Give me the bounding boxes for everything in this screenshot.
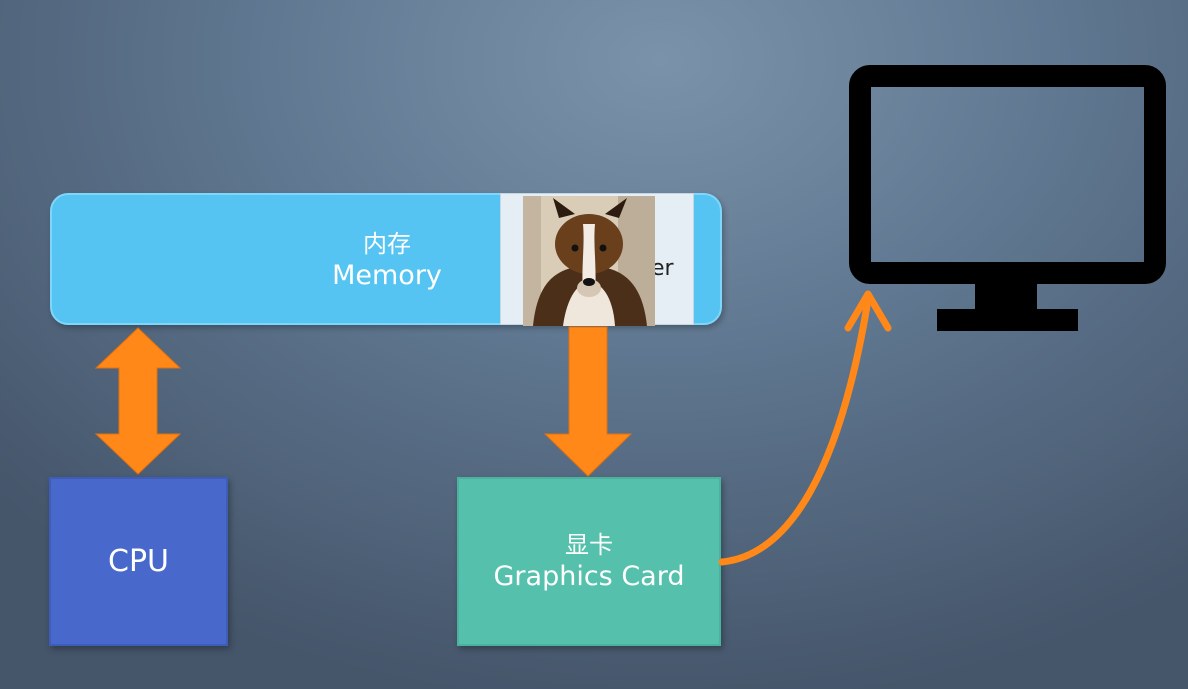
memory-label-zh: 内存 — [363, 230, 411, 258]
gpu-monitor-arrowhead — [844, 290, 892, 332]
cpu-label: CPU — [108, 544, 169, 579]
dog-photo — [523, 196, 655, 326]
dog-photo-drawing — [523, 196, 655, 326]
graphics-card-label-zh: 显卡 — [565, 530, 613, 559]
memory-gpu-arrow — [543, 326, 633, 477]
graphics-card-label-en: Graphics Card — [493, 560, 685, 592]
gpu-monitor-arrow — [718, 296, 872, 566]
cpu-block: CPU — [49, 477, 228, 646]
memory-label: 内存 Memory — [272, 229, 502, 293]
frame-buffer-label: er — [651, 256, 674, 281]
graphics-card-block: 显卡 Graphics Card — [457, 477, 721, 646]
monitor-icon — [849, 65, 1166, 331]
cpu-memory-arrow — [94, 327, 182, 475]
memory-label-en: Memory — [332, 260, 442, 291]
